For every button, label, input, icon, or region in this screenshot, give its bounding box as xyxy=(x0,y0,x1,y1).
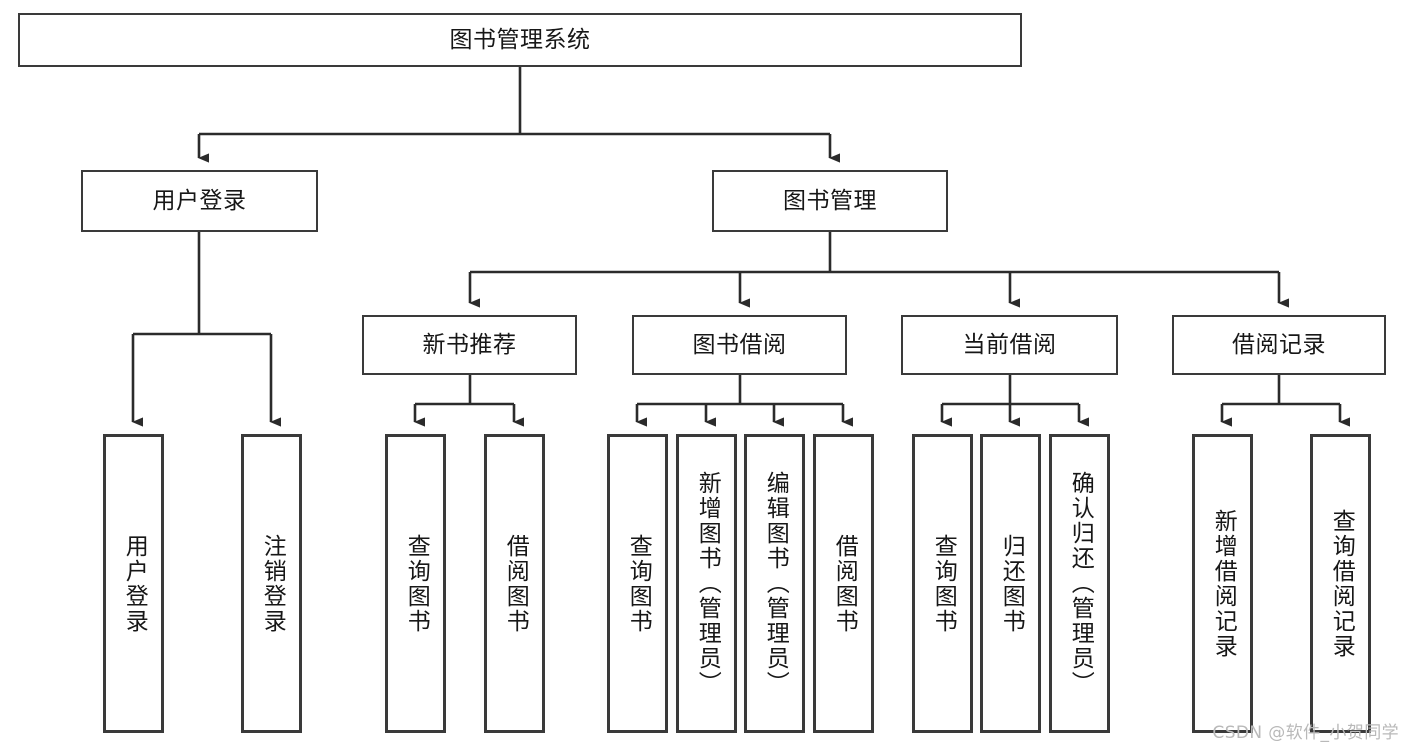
leaf-query-books-current[interactable]: 查询图书 xyxy=(912,434,973,733)
node-label: 新书推荐 xyxy=(422,331,517,358)
node-book-management[interactable]: 图书管理 xyxy=(712,170,948,232)
leaf-add-borrowing-record[interactable]: 新增借阅记录 xyxy=(1192,434,1253,733)
node-borrowing-records[interactable]: 借阅记录 xyxy=(1172,315,1386,375)
node-current-borrowing[interactable]: 当前借阅 xyxy=(901,315,1118,375)
leaf-borrow-books-recommendation[interactable]: 借阅图书 xyxy=(484,434,545,733)
node-label: 借阅记录 xyxy=(1232,331,1326,358)
leaf-query-books-recommendation[interactable]: 查询图书 xyxy=(385,434,446,733)
node-label: 注销登录 xyxy=(259,533,286,634)
node-label: 用户登录 xyxy=(152,187,247,214)
node-label: 查询借阅记录 xyxy=(1328,508,1355,659)
leaf-add-book-admin[interactable]: 新增图书（管理员） xyxy=(676,434,737,733)
node-label: 图书管理 xyxy=(783,187,877,214)
node-label: 新增图书（管理员） xyxy=(694,471,721,696)
csdn-watermark: CSDN @软件_小贺同学 xyxy=(1212,723,1399,743)
node-new-book-recommendation[interactable]: 新书推荐 xyxy=(362,315,577,375)
node-label: 查询图书 xyxy=(930,533,957,634)
node-label: 新增借阅记录 xyxy=(1210,508,1237,659)
node-root-book-management-system[interactable]: 图书管理系统 xyxy=(18,13,1022,67)
node-label: 图书管理系统 xyxy=(449,26,591,53)
node-label: 借阅图书 xyxy=(502,533,529,634)
leaf-user-login[interactable]: 用户登录 xyxy=(103,434,164,733)
leaf-query-borrowing-record[interactable]: 查询借阅记录 xyxy=(1310,434,1371,733)
leaf-logout[interactable]: 注销登录 xyxy=(241,434,302,733)
node-book-borrowing[interactable]: 图书借阅 xyxy=(632,315,847,375)
node-user-login[interactable]: 用户登录 xyxy=(81,170,318,232)
leaf-borrow-books-borrowing[interactable]: 借阅图书 xyxy=(813,434,874,733)
node-label: 归还图书 xyxy=(998,533,1025,634)
leaf-edit-book-admin[interactable]: 编辑图书（管理员） xyxy=(744,434,805,733)
node-label: 用户登录 xyxy=(121,533,148,634)
leaf-return-books[interactable]: 归还图书 xyxy=(980,434,1041,733)
node-label: 查询图书 xyxy=(403,533,430,634)
leaf-query-books-borrowing[interactable]: 查询图书 xyxy=(607,434,668,733)
node-label: 确认归还（管理员） xyxy=(1067,471,1094,696)
node-label: 编辑图书（管理员） xyxy=(762,471,789,696)
node-label: 借阅图书 xyxy=(831,533,858,634)
node-label: 图书借阅 xyxy=(692,331,787,358)
leaf-confirm-return-admin[interactable]: 确认归还（管理员） xyxy=(1049,434,1110,733)
node-label: 查询图书 xyxy=(625,533,652,634)
node-label: 当前借阅 xyxy=(962,331,1057,358)
